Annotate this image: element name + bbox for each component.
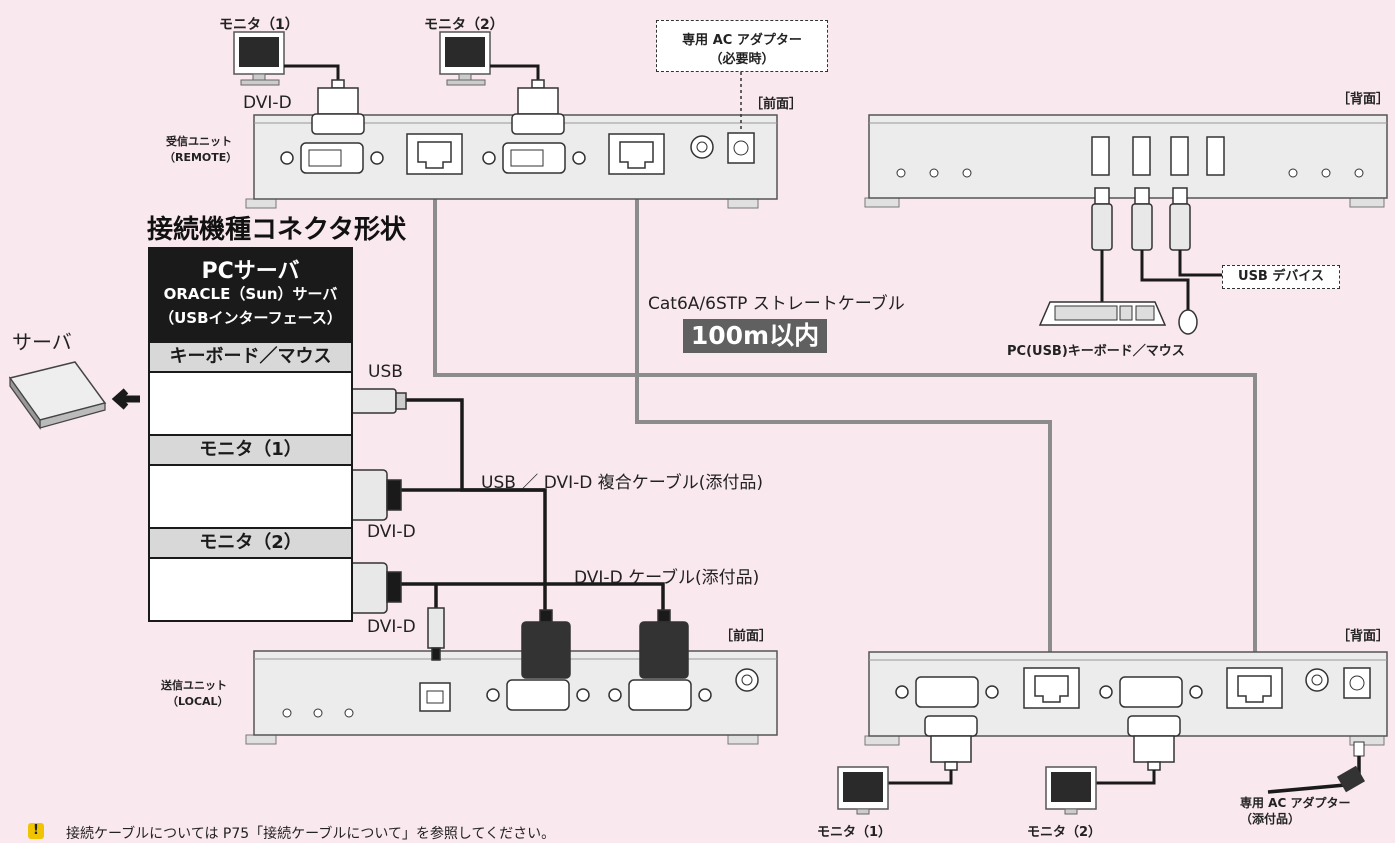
mouse (1178, 309, 1198, 335)
back-label-mid: ［背面］ (1337, 629, 1390, 644)
monitor-1-top-label: モニタ（1） (219, 17, 299, 33)
ac-adapter-bottom-label-1: 専用 AC アダプター (1240, 796, 1351, 810)
pc-keyboard-label: PC(USB)キーボード／マウス (1007, 344, 1185, 359)
remote-unit-back (864, 114, 1388, 208)
warning-icon: ! (28, 823, 44, 839)
distance-badge: 100m以内 (683, 319, 827, 353)
local-unit-label-1: 送信ユニット (161, 679, 227, 692)
front-label-top: ［前面］ (750, 97, 803, 112)
local-unit-label-2: （LOCAL） (167, 695, 229, 708)
panel-head-oracle: ORACLE（Sun）サーバ (163, 285, 338, 303)
panel-head-usb: （USBインターフェース） (159, 309, 342, 327)
monitor-top-2 (439, 31, 540, 86)
dvi-cable-label: DVI-D ケーブル(添付品) (574, 568, 760, 588)
note-text: 接続ケーブルについては P75「接続ケーブルについて」を参照してください。 (66, 826, 556, 842)
usb-device-box: USB デバイス (1222, 265, 1340, 289)
ac-adapter-top-line2: （必要時） (709, 52, 775, 67)
panel-row-monitor2: モニタ（2） (150, 529, 351, 557)
cat6-cable-b (635, 172, 1052, 662)
monitor-2-bottom-label: モニタ（2） (1027, 825, 1102, 840)
keyboard (1038, 301, 1167, 326)
panel-row-keyboard: キーボード／マウス (150, 343, 351, 371)
monitor-2-top-label: モニタ（2） (424, 17, 504, 33)
dvid-top-label: DVI-D (243, 93, 292, 113)
connector-title: 接続機種コネクタ形状 (147, 215, 406, 245)
server-label: サーバ (12, 330, 72, 354)
panel-cell-dvi1 (150, 466, 351, 527)
usb-label: USB (368, 362, 403, 382)
panel-cell-usb (150, 373, 351, 434)
dvid-mid-label: DVI-D (367, 522, 416, 542)
remote-unit-label-2: （REMOTE） (164, 151, 238, 164)
cat6-cable-a (433, 172, 1257, 662)
ac-adapter-bottom-label-2: （添付品） (1240, 812, 1301, 826)
connector-panel: PCサーバ ORACLE（Sun）サーバ （USBインターフェース） キーボード… (148, 247, 353, 622)
remote-unit-label-1: 受信ユニット (166, 135, 232, 148)
usb-dvi-cable-label: USB ／ DVI-D 複合ケーブル(添付品) (481, 473, 764, 493)
ac-adapter-top-box: 専用 AC アダプター （必要時） (656, 20, 828, 72)
panel-row-monitor1: モニタ（1） (150, 436, 351, 464)
back-label-top: ［背面］ (1337, 92, 1390, 107)
monitor-bottom-2 (1045, 766, 1097, 815)
panel-head-pc-server: PCサーバ (201, 259, 300, 284)
ac-adapter-top-line1: 専用 AC アダプター (682, 33, 802, 48)
dvid-low-label: DVI-D (367, 617, 416, 637)
monitor-1-bottom-label: モニタ（1） (817, 825, 892, 840)
panel-cell-dvi2 (150, 559, 351, 620)
monitor-bottom-1 (837, 766, 889, 815)
server-device (8, 361, 140, 430)
cat6-label: Cat6A/6STP ストレートケーブル (648, 294, 905, 314)
front-label-mid: ［前面］ (720, 629, 773, 644)
ac-adapter-bottom (1267, 741, 1366, 794)
local-unit (245, 650, 778, 745)
monitor-top-1 (233, 31, 340, 86)
